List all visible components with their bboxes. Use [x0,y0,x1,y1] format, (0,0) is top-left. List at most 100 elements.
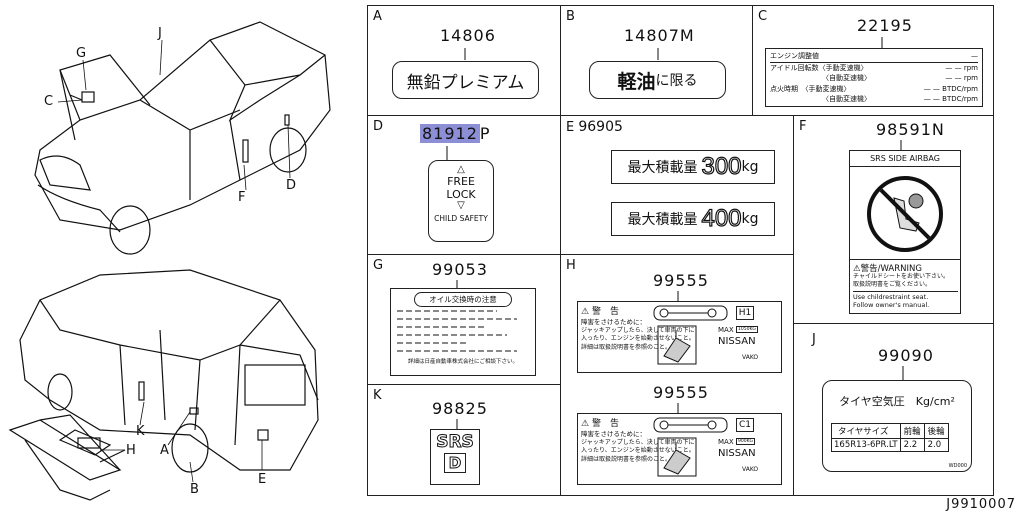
warning-text: 警 告 [591,307,619,317]
warning-line: 障害をさけるために： [581,318,646,326]
brand: NISSAN [718,336,756,347]
label-jack-warning: ⚠ 警 告障害をさけるために：ジャッキアップしたら、決して車両の下に入ったり、エ… [577,413,782,485]
callout-e: E [258,472,267,487]
cell-b: B 14807M 軽油 に限る [560,5,753,116]
part-number: 96905 [578,119,623,135]
warning-triangle-icon: ⚠ [581,419,590,429]
engine-tuning-row: 点火時期 〈手動変速機〉— — BTDC/rpm [770,84,978,95]
engine-tuning-row: エンジン調整値 — [770,51,978,63]
jp-line-2: 取扱説明書をご覧ください。 [853,281,932,288]
label-code: WD000 [948,463,967,469]
warning-line: ジャッキアップしたら、決して車両の下に [581,326,695,334]
cell-f: F 98591N SRS SIDE AIRBAG ⚠警告/WARNING チャイ… [793,115,994,324]
label-text: 無鉛プレミアム [406,72,525,93]
leader-line [677,403,679,413]
triangle-up-icon: △ [457,164,465,175]
warning-line: ジャッキアップしたら、決して車両の下に [581,438,695,446]
row-label: アイドル回転数〈手動変速機〉 [770,63,868,72]
label-title: SRS SIDE AIRBAG [850,151,960,167]
unit: kg [741,159,759,175]
part-number: 98591N [876,120,945,139]
cell-letter: K [373,388,382,403]
caption: CHILD SAFETY [434,214,488,223]
label-diesel-only: 軽油 に限る [589,61,726,99]
label-srs: SRS D [430,429,480,485]
leader-line [902,366,904,380]
warning-heading: ⚠ 警 告 [581,416,619,429]
footer-text: 詳細は日産自動車株式会社にご相談下さい。 [408,359,518,365]
leader-line [881,37,883,48]
model-code: H1 [736,306,754,320]
en-line-2: Follow owner's manual. [853,301,930,309]
label-title: タイヤ空気圧 Kg/cm² [839,395,955,408]
callout-g: G [76,46,87,61]
part-number-highlight[interactable]: 81912 [420,124,480,143]
cell-g: G 99053 オイル交換時の注意 詳細は日産自動車株式会社にご相談下さい。 [367,254,561,385]
label-tire-pressure: タイヤ空気圧 Kg/cm² タイヤサイズ 前輪 後輪 165R13-6PR.LT… [822,380,972,472]
cell-letter: H [566,258,576,273]
jack-point-icon [653,417,728,433]
label-oil-change: オイル交換時の注意 詳細は日産自動車株式会社にご相談下さい。 [390,288,536,376]
row-value: — [971,52,978,60]
header-size: タイヤサイズ [831,423,901,439]
label-child-safety: △ FREE LOCK ▽ CHILD SAFETY [428,160,494,242]
part-number: 98825 [432,399,488,418]
tire-size: 165R13-6PR.LT [831,438,901,452]
leader-line [677,291,679,301]
callout-h: H [126,443,136,458]
cell-letter: J [812,332,816,347]
callout-j: J [158,26,162,41]
engine-tuning-row: アイドル回転数〈手動変速機〉— — rpm [770,63,978,74]
label-unleaded-premium: 無鉛プレミアム [392,61,539,99]
label-title: オイル交換時の注意 [414,292,512,307]
rear-pressure: 2.0 [923,438,949,452]
cell-letter: A [373,9,382,24]
leader-line [456,419,458,429]
cell-j: J 99090 タイヤ空気圧 Kg/cm² タイヤサイズ 前輪 後輪 165R1… [793,323,994,496]
cell-letter: G [373,258,384,273]
row-value: — — rpm [945,74,978,82]
engine-tuning-row: 〈自動変速機〉— — rpm [770,73,978,84]
load-value: 300 [701,152,742,180]
cell-letter: C [758,9,768,24]
warning-line: 詳細は取扱説明書を参照のこと。 [581,455,672,463]
warning-text: 警 告 [591,419,619,429]
front-pressure: 2.2 [899,438,925,452]
callout-f: F [238,190,246,205]
jack-diagram-icon [657,437,697,477]
part-number: 99090 [878,346,934,365]
part-number: 99053 [432,260,488,279]
label-text-big: 軽油 [617,70,656,93]
warning-triangle-icon: ⚠ [581,307,590,317]
no-child-seat-icon [867,176,943,252]
label-text-small: に限る [655,73,698,89]
leader-line [900,140,902,150]
label-text: 最大積載量 [627,160,698,176]
label-max-load-300: 最大積載量 300 kg [611,150,775,184]
free-text: FREE [447,175,475,188]
cell-c: C 22195 エンジン調整値—アイドル回転数〈手動変速機〉— — rpm〈自動… [752,5,994,116]
cell-letter: B [566,9,575,24]
unit: kg [741,211,759,227]
leader-line [446,146,448,160]
row-label: 〈自動変速機〉 [822,95,871,103]
warning-line: 詳細は取扱説明書を参照のこと。 [581,343,672,351]
srs-text: SRS [436,432,475,453]
callout-c: C [44,94,54,109]
callout-a: A [160,443,169,458]
vehicle-illustration [8,21,331,501]
capacity: 900KG [736,438,756,445]
part-number: 99555 [653,271,709,290]
jack-diagram-icon [657,325,697,365]
callout-d: D [286,178,297,193]
model-code: C1 [736,418,754,432]
label-text: 最大積載量 [627,212,698,228]
cell-letter: F [799,119,807,134]
dashed-text-lines [397,310,517,352]
cell-h: H 99555 99555 ⚠ 警 告障害をさけるために：ジャッキアップしたら、… [560,254,794,496]
row-label: エンジン調整値 [770,52,819,60]
maker: VAKO [742,466,759,473]
warning-heading: ⚠ 警 告 [581,304,619,317]
